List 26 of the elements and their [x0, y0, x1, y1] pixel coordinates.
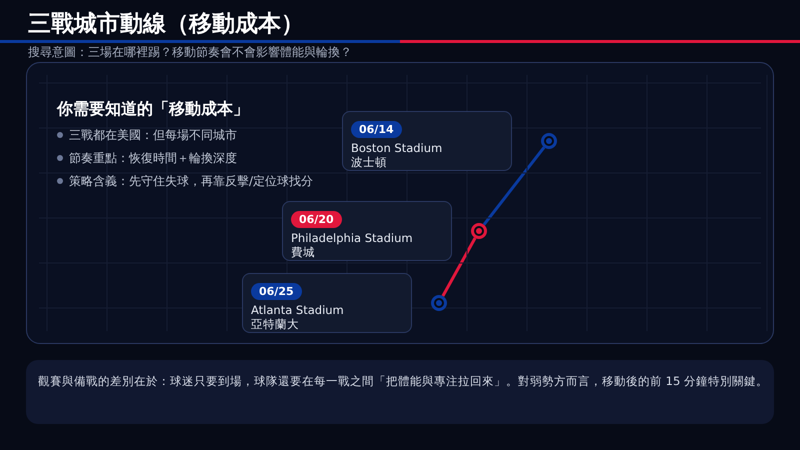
location-dot — [471, 223, 487, 239]
route-line — [442, 237, 476, 297]
info-panel — [26, 62, 774, 344]
subtitle: 搜尋意圖：三場在哪裡踢？移動節奏會不會影響體能與輪換？ — [28, 44, 352, 61]
city-name: 費城 — [291, 245, 316, 260]
city-name: 亞特蘭大 — [251, 317, 300, 332]
stadium-name: Atlanta Stadium — [251, 303, 345, 317]
stadium-card — [282, 201, 452, 261]
location-dot — [431, 295, 447, 311]
note-text: 觀賽與備戰的差別在於：球迷只要到場，球隊還要在每一戰之間「把體能與專注拉回來」。對弱勢方而言，移動後的前 15 分鐘特別關鍵。 — [38, 373, 762, 390]
note-box — [26, 360, 774, 424]
location-dot — [541, 133, 557, 149]
date-badge: 06/14 — [351, 121, 402, 138]
bullet-text: 三戰都在美國：但每場不同城市 — [69, 127, 237, 144]
bullet-text: 策略含義：先守住失球，再靠反擊/定位球找分 — [69, 173, 314, 190]
stadium-name: Philadelphia Stadium — [291, 231, 414, 245]
bullet-text: 節奏重點：恢復時間＋輪換深度 — [69, 150, 237, 167]
stadium-name: Boston Stadium — [351, 141, 444, 155]
date-badge: 06/25 — [251, 283, 302, 300]
stadium-card — [342, 111, 512, 171]
route-line — [482, 146, 546, 226]
panel-heading: 你需要知道的「移動成本」 — [57, 99, 249, 120]
date-badge: 06/20 — [291, 211, 342, 228]
stadium-card — [242, 273, 412, 333]
city-name: 波士頓 — [351, 155, 388, 170]
title: 三戰城市動線（移動成本） — [28, 10, 304, 38]
